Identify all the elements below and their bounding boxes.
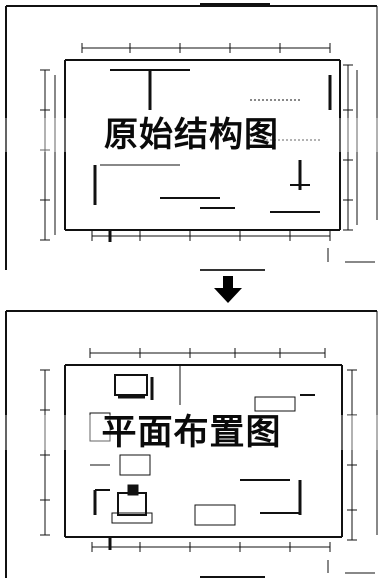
original-structure-plan-svg bbox=[5, 3, 378, 270]
floor-plan-svg bbox=[5, 310, 378, 578]
caption-lines bbox=[200, 269, 265, 271]
down-arrow-icon bbox=[214, 276, 242, 303]
original-structure-title: 原始结构图 bbox=[0, 118, 383, 152]
floor-plan-title: 平面布置图 bbox=[0, 415, 383, 450]
original-structure-drawing: 原始结构图 bbox=[0, 0, 383, 272]
floor-plan-drawing: 平面布置图 bbox=[0, 305, 383, 578]
